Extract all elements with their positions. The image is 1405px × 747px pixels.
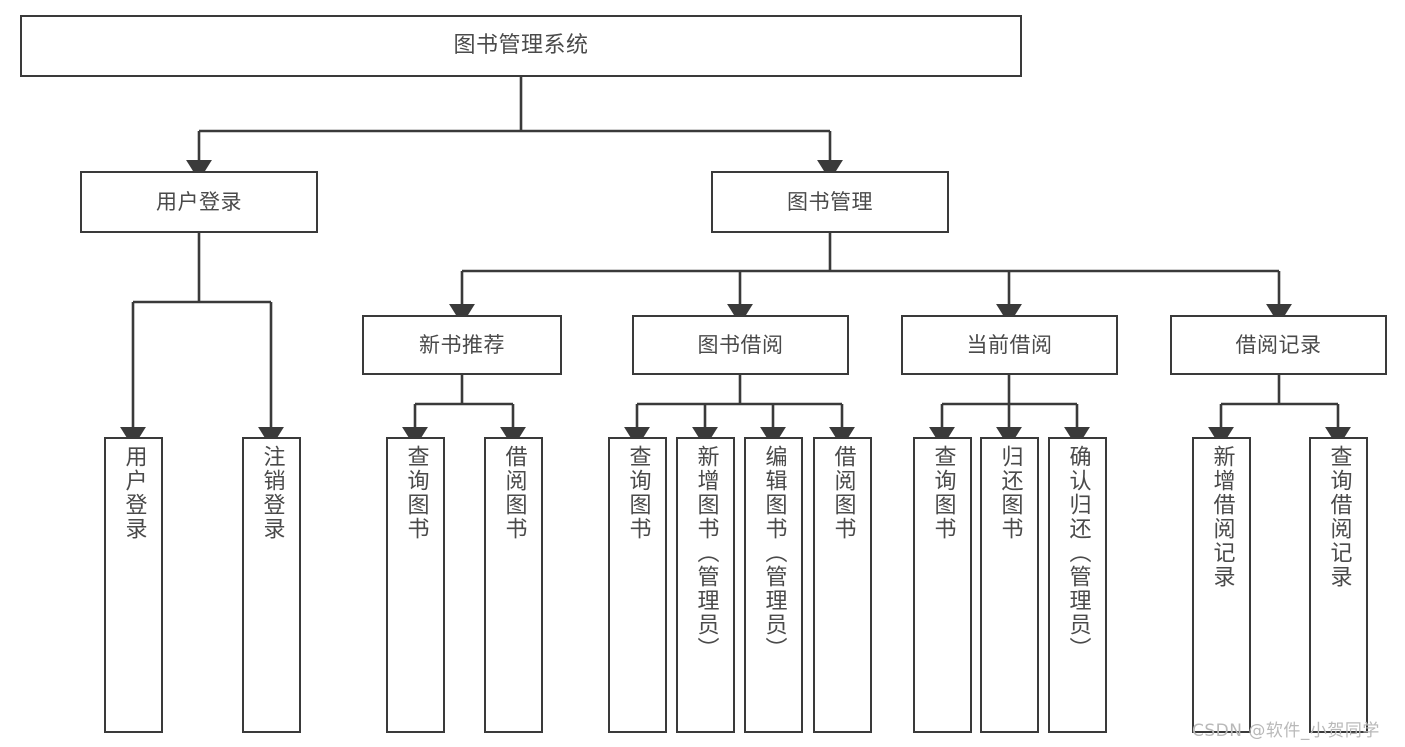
node-leaf-add-book-label: 新增图书（管理员） [693,445,719,661]
node-current-borrow-label: 当前借阅 [966,332,1053,357]
node-borrow-record[interactable]: 借阅记录 [1170,315,1387,375]
node-new-book-recommend[interactable]: 新书推荐 [362,315,562,375]
watermark-text: CSDN @软件_小贺同学 [1192,721,1380,741]
node-new-book-recommend-label: 新书推荐 [419,332,505,357]
node-user-login[interactable]: 用户登录 [80,171,318,233]
node-leaf-borrow-book-2[interactable]: 借阅图书 [813,437,872,733]
node-leaf-edit-book-label: 编辑图书（管理员） [761,445,787,661]
node-leaf-borrow-book-1-label: 借阅图书 [501,445,527,541]
node-leaf-query-book-2-label: 查询图书 [625,445,651,541]
node-leaf-logout-login-label: 注销登录 [259,445,285,541]
node-leaf-confirm-return[interactable]: 确认归还（管理员） [1048,437,1107,733]
node-leaf-add-record[interactable]: 新增借阅记录 [1192,437,1251,733]
node-leaf-add-book[interactable]: 新增图书（管理员） [676,437,735,733]
node-root-label: 图书管理系统 [453,33,589,59]
node-leaf-query-book-3-label: 查询图书 [930,445,956,541]
node-root[interactable]: 图书管理系统 [20,15,1022,77]
node-leaf-logout-login[interactable]: 注销登录 [242,437,301,733]
node-book-borrow[interactable]: 图书借阅 [632,315,849,375]
node-leaf-user-login-label: 用户登录 [121,445,147,541]
node-user-login-label: 用户登录 [156,189,242,214]
node-leaf-query-book-1-label: 查询图书 [403,445,429,541]
node-leaf-borrow-book-2-label: 借阅图书 [830,445,856,541]
node-leaf-confirm-return-label: 确认归还（管理员） [1065,445,1091,661]
node-book-borrow-label: 图书借阅 [697,332,784,357]
node-leaf-return-book[interactable]: 归还图书 [980,437,1039,733]
node-leaf-query-book-1[interactable]: 查询图书 [386,437,445,733]
node-leaf-edit-book[interactable]: 编辑图书（管理员） [744,437,803,733]
node-leaf-query-record[interactable]: 查询借阅记录 [1309,437,1368,733]
node-book-manage-label: 图书管理 [787,189,873,214]
node-book-manage[interactable]: 图书管理 [711,171,949,233]
node-borrow-record-label: 借阅记录 [1235,332,1322,357]
node-current-borrow[interactable]: 当前借阅 [901,315,1118,375]
node-leaf-query-book-3[interactable]: 查询图书 [913,437,972,733]
node-leaf-user-login[interactable]: 用户登录 [104,437,163,733]
node-leaf-query-record-label: 查询借阅记录 [1326,445,1352,589]
node-leaf-add-record-label: 新增借阅记录 [1209,445,1235,589]
node-leaf-query-book-2[interactable]: 查询图书 [608,437,667,733]
node-leaf-return-book-label: 归还图书 [997,445,1023,541]
node-leaf-borrow-book-1[interactable]: 借阅图书 [484,437,543,733]
